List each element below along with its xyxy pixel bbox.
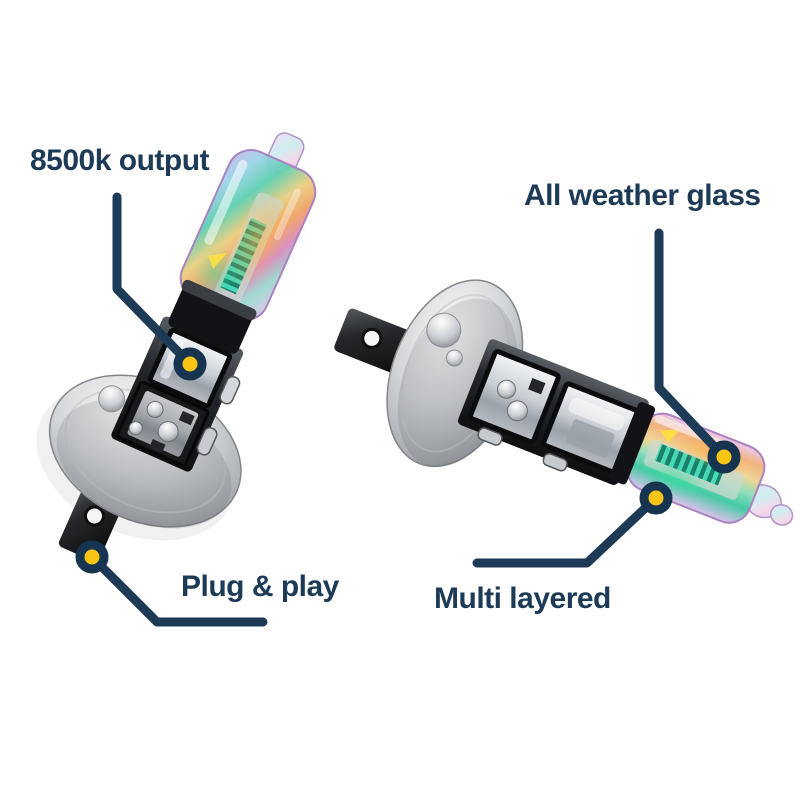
left-flange-rivet xyxy=(98,385,126,413)
label-8500k-output: 8500k output xyxy=(30,144,210,177)
callout-dot-multi-layered xyxy=(639,481,673,515)
callout-line-8500k-output xyxy=(112,192,195,369)
callout-line-all-weather-glass xyxy=(654,228,729,462)
right-contact-ball xyxy=(506,400,528,422)
right-flange-rivet xyxy=(426,312,462,348)
left-tab-hole xyxy=(83,505,105,527)
left-collar-lip xyxy=(181,279,257,321)
left-glass-highlight xyxy=(273,188,301,241)
left-cage-detail xyxy=(149,439,166,453)
callout-dot-all-weather-glass xyxy=(707,440,741,474)
label-all-weather-glass: All weather glass xyxy=(524,179,761,212)
left-contact-ball xyxy=(128,421,143,436)
right-flange-rivet xyxy=(445,349,463,367)
left-bulb-illustration xyxy=(36,132,317,562)
label-plug-and-play: Plug & play xyxy=(181,570,339,603)
right-tab-hole xyxy=(361,327,383,349)
right-base-window-1 xyxy=(467,349,561,445)
left-contact-ball xyxy=(146,400,164,418)
left-cage-detail xyxy=(178,410,195,426)
right-base-side-contact xyxy=(542,452,568,472)
right-contact-ball xyxy=(496,379,516,399)
right-cage-detail xyxy=(528,378,546,395)
callout-dot-8500k-output xyxy=(173,347,207,381)
callout-line-plug-and-play xyxy=(87,552,268,627)
right-bulb-collar xyxy=(609,402,656,485)
left-base-side-contact xyxy=(196,427,218,456)
right-filament-coil xyxy=(654,443,725,486)
right-window-reflector xyxy=(565,419,615,458)
callout-dot-plug-and-play xyxy=(75,540,109,574)
left-bulb-collar xyxy=(168,282,254,354)
left-base-side-contact xyxy=(219,375,241,405)
right-base-side-contact xyxy=(477,427,503,446)
left-glass-highlight xyxy=(204,159,248,245)
left-amber-glow xyxy=(223,191,290,289)
left-contact-ball xyxy=(157,421,179,443)
right-window-highlight xyxy=(568,397,625,431)
callout-line-multi-layered xyxy=(472,493,661,568)
right-yellow-reflection xyxy=(660,429,680,443)
right-bulb-tip-nub xyxy=(769,503,794,526)
left-yellow-reflection xyxy=(208,253,227,269)
label-multi-layered: Multi layered xyxy=(434,582,611,615)
right-green-glow xyxy=(641,460,710,499)
right-bulb-illustration xyxy=(334,279,794,526)
